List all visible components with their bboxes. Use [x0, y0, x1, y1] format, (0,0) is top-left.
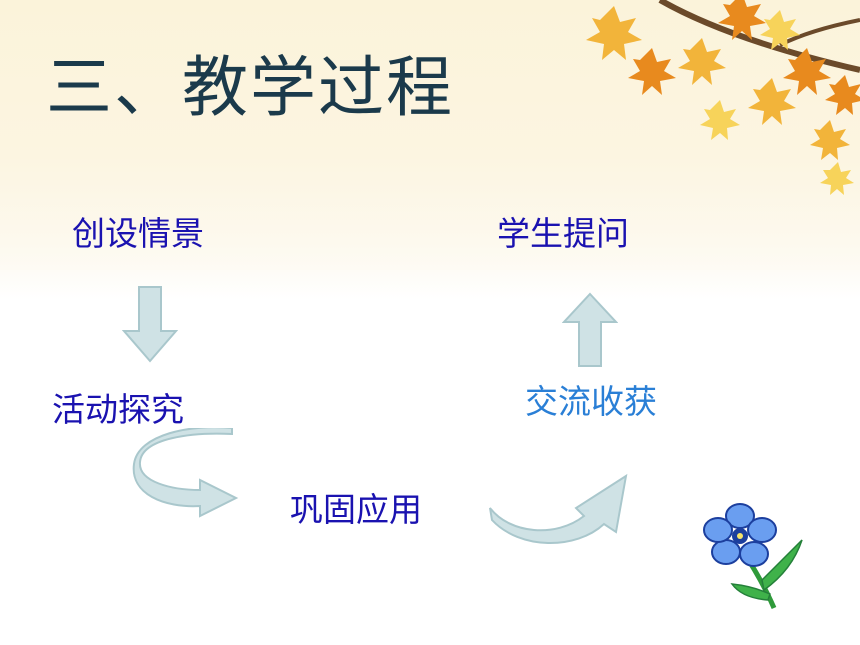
step-activity-explore: 活动探究: [52, 390, 184, 429]
step-consolidate-apply: 巩固应用: [290, 490, 422, 529]
page-title: 三、教学过程: [46, 49, 454, 126]
autumn-leaves-icon: [586, 0, 860, 195]
arrow-down-icon: [122, 286, 178, 363]
background-warm-top: [0, 0, 860, 285]
curved-arrow-up-icon: [489, 473, 628, 544]
step-create-scene: 创设情景: [72, 214, 204, 253]
blue-flower-icon: [703, 503, 803, 609]
step-student-question: 学生提问: [497, 214, 629, 253]
arrow-up-icon: [562, 292, 618, 367]
curved-arrow-right-icon: [132, 428, 239, 518]
step-exchange-harvest: 交流收获: [525, 382, 657, 421]
